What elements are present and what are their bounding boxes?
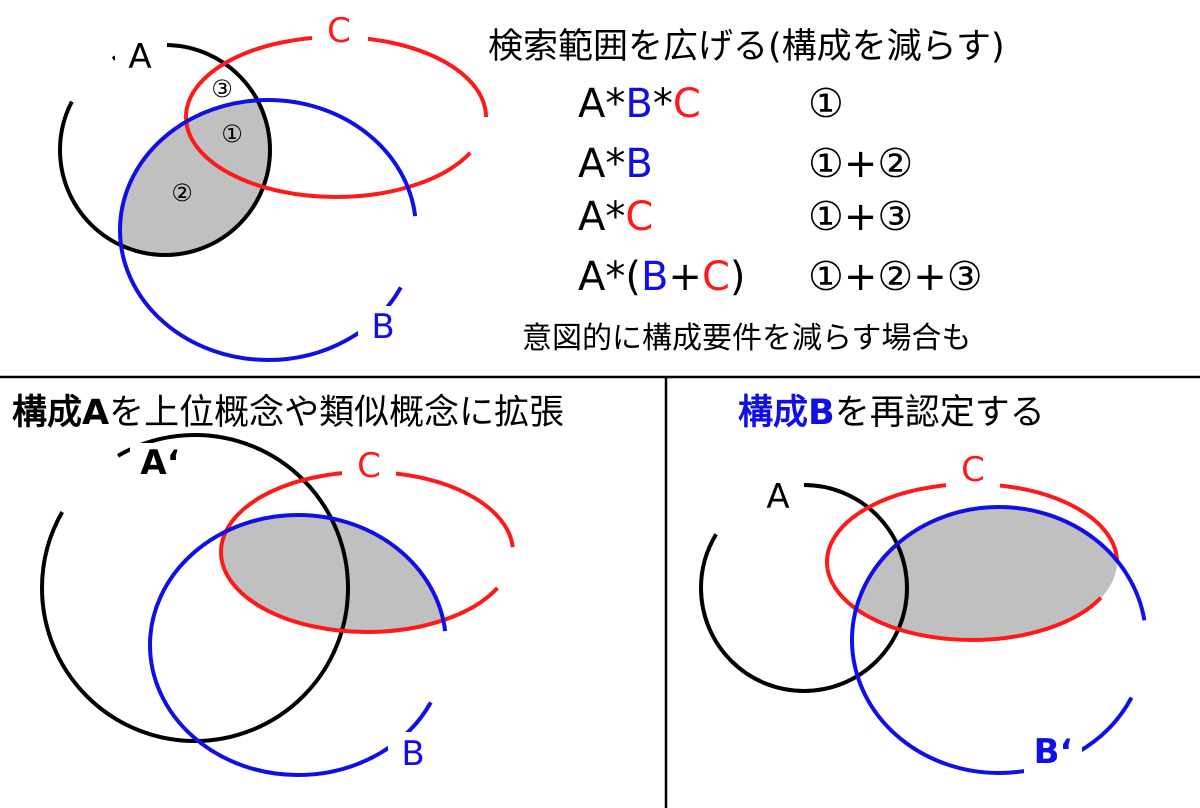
top-ellipse-b [118, 98, 418, 362]
expr-row-2-part-1: A* [578, 141, 625, 187]
expr-row-1-part-1: A* [578, 81, 625, 127]
expr-row-2: A*B [578, 141, 653, 187]
result-row-4: ①+②+③ [808, 254, 983, 300]
expr-row-1-part-2: B [625, 81, 652, 127]
expr-row-3: A*C [578, 194, 653, 240]
top-label-c: C [327, 11, 351, 51]
br-label-a: A [766, 477, 789, 517]
bl-label-b: B [401, 734, 424, 774]
bottom-right-heading-bold: 構成B [738, 393, 835, 433]
bl-label-c: C [357, 446, 381, 486]
bottom-right-panel: 構成Bを再認定する A C B‘ [699, 393, 1148, 775]
top-venn: A C B ③ ① ② [58, 11, 488, 362]
result-row-2: ①+② [808, 141, 913, 187]
br-ellipse-b-prime [850, 505, 1148, 775]
top-label-a: A [128, 37, 151, 77]
expr-row-1-part-3: * [653, 81, 673, 127]
result-row-3: ①+③ [808, 194, 913, 240]
bottom-left-heading: 構成Aを上位概念や類似概念に拡張 [12, 393, 564, 433]
br-label-b-prime: B‘ [1034, 732, 1073, 772]
expr-row-4-part-3: + [668, 254, 702, 300]
expr-row-4-part-2: B [641, 254, 668, 300]
bottom-left-heading-bold: 構成A [12, 393, 109, 433]
region-2-label: ② [171, 179, 193, 207]
top-title: 検索範囲を広げる(構成を減らす) [488, 27, 1005, 67]
bottom-right-heading-rest: を再認定する [835, 393, 1045, 433]
bottom-left-panel: 構成Aを上位概念や類似概念に拡張 A‘ C B [12, 393, 564, 777]
bottom-right-heading: 構成Bを再認定する [738, 393, 1045, 433]
br-label-c: C [961, 450, 985, 490]
bl-circle-a-prime [40, 433, 350, 743]
expr-row-4-part-1: A*( [578, 254, 641, 300]
expr-row-1: A*B*C [578, 81, 701, 127]
bottom-left-heading-rest: を上位概念や類似概念に拡張 [109, 393, 564, 433]
region-1-label: ① [221, 120, 243, 148]
expr-row-4: A*(B+C) [578, 254, 745, 300]
bl-label-a-prime: A‘ [140, 443, 179, 483]
result-row-1: ① [808, 81, 844, 127]
top-label-b: B [371, 307, 394, 347]
region-3-label: ③ [211, 75, 233, 103]
expr-row-4-part-4: C [702, 254, 730, 300]
expr-row-1-part-4: C [673, 81, 701, 127]
bl-ellipse-b [148, 513, 448, 777]
br-shaded-c-and-b-prime [852, 507, 1117, 640]
top-explanation: 検索範囲を広げる(構成を減らす) A*B*C ① A*B ①+② A*C ①+③… [488, 27, 1005, 356]
expr-row-2-part-2: B [625, 141, 652, 187]
top-note: 意図的に構成要件を減らす場合も [522, 321, 971, 356]
expr-row-4-part-5: ) [730, 254, 746, 300]
expr-row-3-part-1: A* [578, 194, 625, 240]
expr-row-3-part-2: C [625, 194, 653, 240]
